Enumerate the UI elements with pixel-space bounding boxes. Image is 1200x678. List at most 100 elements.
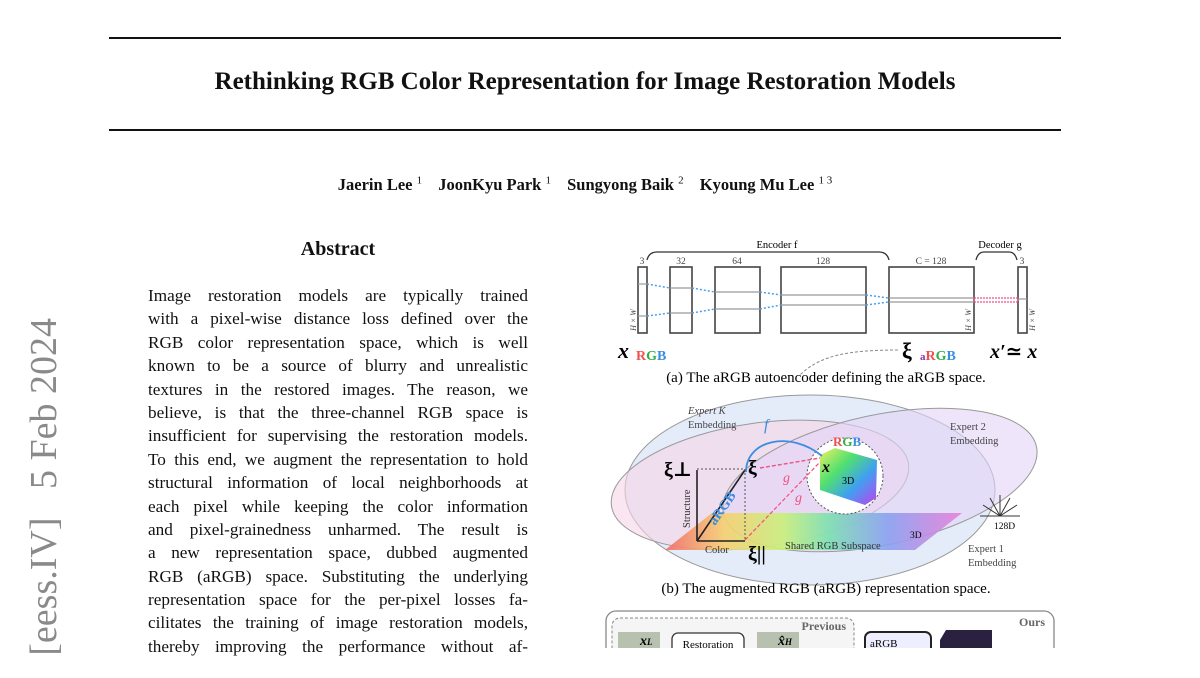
argb-space-diagram: Expert K Embedding Expert 2 Embedding Ex… — [610, 394, 1038, 597]
title-bottom-rule — [109, 129, 1061, 131]
abstract-line: Image restoration models are typically t… — [148, 286, 528, 305]
encoder-brace — [646, 251, 890, 261]
layer-32 — [669, 266, 693, 334]
input-layer — [637, 266, 648, 334]
channel-label: 32 — [676, 257, 686, 267]
abstract-heading: Abstract — [300, 238, 376, 260]
affiliation: 1 — [416, 174, 423, 186]
decoder-connection — [973, 297, 1019, 303]
author-name: Jaerin Lee — [337, 174, 413, 194]
latent-layer — [888, 266, 975, 334]
color-label: Color — [705, 545, 729, 556]
pipeline-diagram: Previous Ours xL Restoration x̂H aRGB — [605, 610, 1055, 648]
layer-64 — [714, 266, 761, 334]
g-label: g — [783, 471, 790, 486]
xi-par-symbol: ξ|| — [748, 543, 766, 565]
128d-icon — [980, 495, 1020, 517]
autoencoder-diagram: Encoder f Decoder g 3 32 — [617, 240, 1037, 386]
abstract-line: and pixel-grainedness unharmed. The resu… — [148, 519, 528, 539]
paper-title: Rethinking RGB Color Representation for … — [214, 68, 956, 95]
output-symbol: x′≃ x — [989, 341, 1037, 363]
xi-perp-symbol: ξ⊥ — [664, 459, 692, 481]
restoration-box — [671, 632, 745, 648]
affiliation: 1 3 — [818, 174, 833, 186]
rgb-label: RGB — [833, 434, 862, 449]
author-name: Sungyong Baik — [567, 174, 674, 194]
affiliation: 1 — [545, 174, 552, 186]
rgb-subscript: RGB — [636, 349, 666, 364]
abstract-line: RGB color representation space, which is… — [148, 332, 528, 352]
restored-image — [757, 632, 799, 648]
encoder-label: Encoder f — [756, 240, 798, 251]
feature-cube — [940, 630, 992, 648]
figure-1: Encoder f Decoder g 3 32 — [605, 240, 1055, 648]
top-rule — [109, 37, 1061, 39]
hw-label: H × W — [964, 308, 973, 332]
low-quality-image — [618, 632, 660, 648]
rgb-cube-icon — [820, 448, 877, 505]
f-label: f — [764, 417, 771, 434]
hw-label: H × W — [629, 308, 638, 332]
g-label: g — [795, 491, 802, 506]
argb-box — [864, 631, 932, 648]
argb-vector — [696, 469, 746, 542]
layer-128 — [780, 266, 867, 334]
argb-box-label: aRGB — [870, 638, 898, 648]
abstract-line: believe, is that the three-channel RGB s… — [148, 402, 528, 422]
author-list: Jaerin Lee 1 JoonKyu Park 1 Sungyong Bai… — [0, 174, 1170, 195]
expert-2-label: Expert 2 — [950, 422, 986, 433]
xi-symbol: ξ — [748, 457, 757, 479]
author: Sungyong Baik 2 — [567, 174, 684, 194]
x-symbol: x — [821, 459, 830, 476]
expert-k-label: Expert K — [687, 406, 727, 417]
ours-label: Ours — [1019, 615, 1045, 629]
128d-label: 128D — [994, 522, 1015, 532]
decoder-brace — [975, 251, 1018, 261]
abstract-line: structural information of local neighbor… — [148, 473, 528, 493]
expert-k-label: Embedding — [688, 420, 737, 431]
hw-label: H × W — [1028, 308, 1037, 332]
abstract-line: each pixel while keeping the color infor… — [148, 496, 528, 516]
author: JoonKyu Park 1 — [438, 174, 552, 194]
abstract-line: a new representation space, dubbed augme… — [148, 543, 528, 563]
input-symbol: x — [617, 338, 629, 363]
expert-1-label: Embedding — [968, 558, 1017, 569]
author-name: JoonKyu Park — [438, 174, 542, 194]
abstract-line: representation space for the per-pixel l… — [148, 590, 528, 610]
channel-label: 128 — [816, 257, 831, 267]
abstract-line: insufficient for supervising the restora… — [148, 426, 528, 446]
xh-symbol: x̂H — [777, 634, 793, 648]
caption-b: (b) The augmented RGB (aRGB) representat… — [661, 581, 990, 597]
channel-label: C = 128 — [916, 257, 947, 267]
affiliation: 2 — [678, 174, 684, 186]
restoration-label: Restoration — [683, 639, 734, 648]
abstract-line: cilitates the training of image restorat… — [148, 613, 528, 633]
author: Kyoung Mu Lee 1 3 — [699, 174, 833, 194]
decoder-arrow — [759, 457, 821, 469]
encoder-arrow — [745, 440, 823, 473]
author-name: Kyoung Mu Lee — [699, 174, 815, 194]
channel-label: 3 — [640, 257, 645, 267]
three-d-axes-label: 3D — [910, 531, 922, 541]
structure-label: Structure — [682, 489, 693, 528]
latent-symbol: ξ — [902, 338, 912, 363]
channel-label: 64 — [732, 257, 742, 267]
expert-2-label: Embedding — [950, 436, 999, 447]
abstract-line: known to be a source of blurry and unrea… — [148, 356, 528, 376]
abstract-line: with a pixel-wise distance loss defined … — [148, 309, 528, 329]
abstract-line: To this end, we augment the representati… — [148, 449, 528, 469]
previous-label: Previous — [802, 619, 847, 633]
abstract-line: RGB (aRGB) space. Substituting the under… — [148, 566, 528, 586]
caption-a: (a) The aRGB autoencoder defining the aR… — [666, 370, 986, 386]
abstract-line: textures in the restored images. The rea… — [148, 379, 528, 399]
decoder-label: Decoder g — [978, 240, 1022, 251]
expert-1-label: Expert 1 — [968, 544, 1004, 555]
decoder-arrow — [744, 461, 821, 541]
xl-symbol: xL — [639, 634, 653, 648]
shared-subspace-label: Shared RGB Subspace — [785, 541, 881, 552]
channel-label: 3 — [1020, 257, 1025, 267]
argb-subscript: aRGB — [920, 349, 956, 364]
three-d-label: 3D — [842, 476, 854, 487]
author: Jaerin Lee 1 — [337, 174, 423, 194]
output-layer — [1017, 266, 1028, 334]
